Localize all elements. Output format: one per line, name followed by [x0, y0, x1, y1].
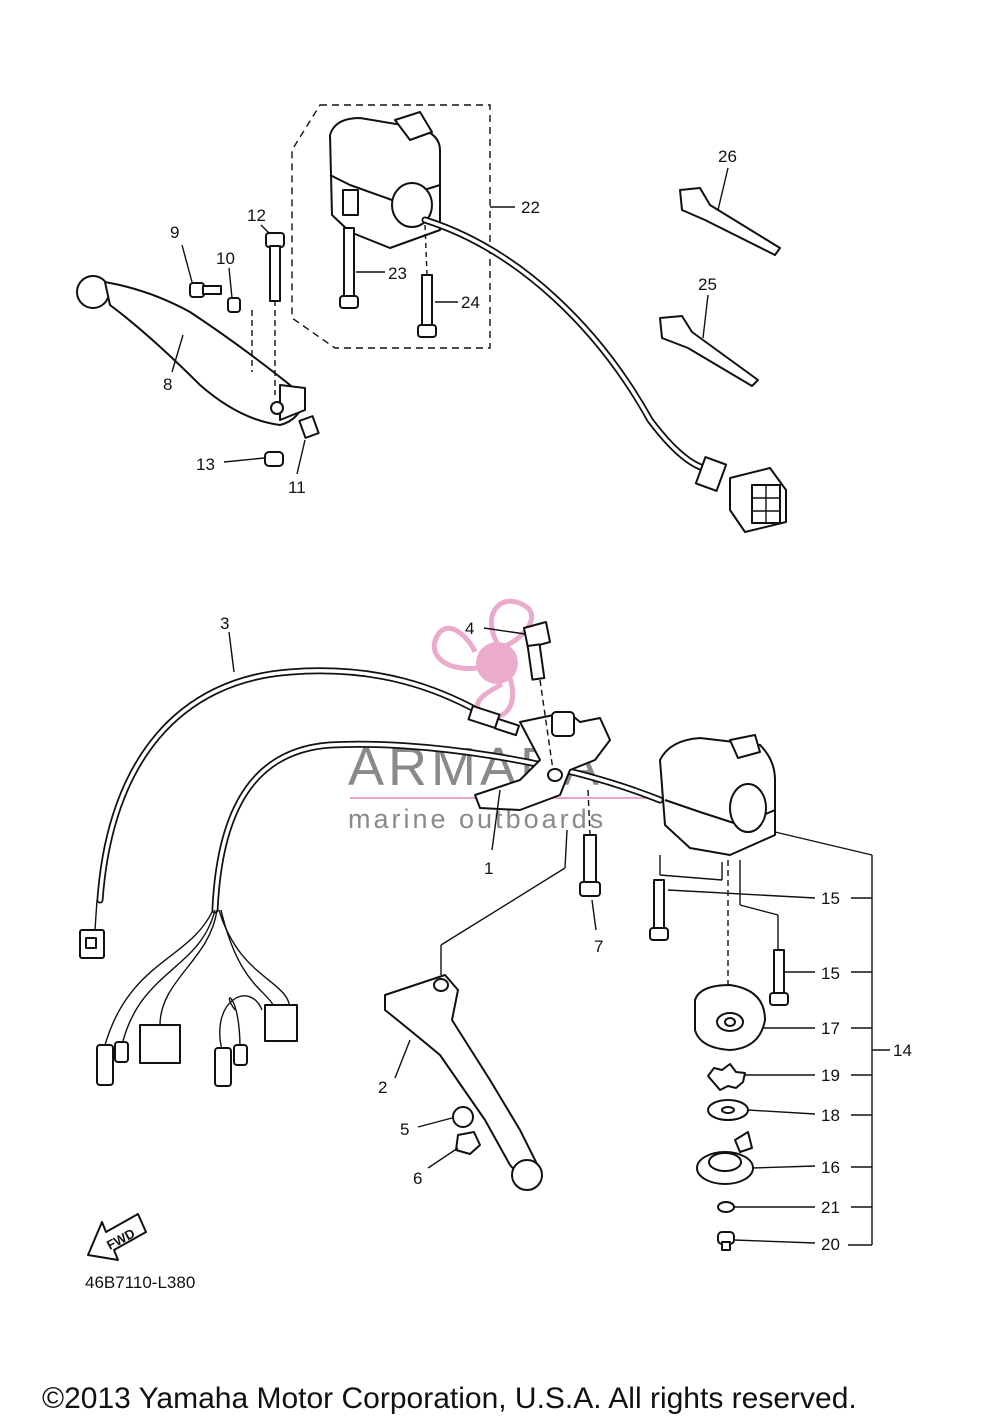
- terminal-d: [233, 1044, 248, 1066]
- callout-23: 23: [388, 264, 407, 283]
- callout-19: 19: [821, 1066, 840, 1085]
- callout-17: 17: [821, 1019, 840, 1038]
- callout-26: 26: [718, 147, 737, 166]
- nut-6: [455, 1131, 481, 1155]
- star-washer-19: [707, 1063, 746, 1091]
- callout-2: 2: [378, 1078, 387, 1097]
- knob-16: [696, 1131, 754, 1185]
- callout-18: 18: [821, 1106, 840, 1125]
- callout-9: 9: [170, 223, 179, 242]
- callout-7: 7: [594, 937, 603, 956]
- washer-21: [717, 1201, 735, 1213]
- lever-8: [76, 275, 306, 426]
- callout-14: 14: [893, 1041, 912, 1060]
- callout-10: 10: [216, 249, 235, 268]
- pin-12: [265, 232, 285, 302]
- fwd-arrow-icon: FWD: [87, 1213, 147, 1261]
- leader-lines: [171, 167, 816, 1244]
- callout-15b: 15: [821, 964, 840, 983]
- bolt-9: [189, 282, 222, 298]
- callout-3: 3: [220, 614, 229, 633]
- switch-cable: [421, 216, 719, 474]
- connector-block-b: [264, 1004, 298, 1042]
- callout-11: 11: [288, 478, 306, 497]
- callout-12: 12: [247, 206, 266, 225]
- callout-4: 4: [465, 619, 474, 638]
- switch-base-17: [694, 984, 766, 1051]
- terminal-b: [114, 1041, 129, 1063]
- callout-24: 24: [461, 293, 480, 312]
- bolt-7: [579, 834, 601, 897]
- o-ring-5: [452, 1106, 474, 1128]
- connector-block-a: [139, 1024, 181, 1064]
- callout-21: 21: [821, 1198, 840, 1217]
- callout-15a: 15: [821, 889, 840, 908]
- group-14-bracket: [774, 831, 890, 1246]
- cable-3-connector: [79, 929, 105, 959]
- cable-tie-25: [659, 315, 759, 387]
- spring-11: [298, 415, 320, 439]
- lever-2: [384, 974, 543, 1191]
- callout-labels: 1 2 3 4 5 6 7 8 9 10 11 12 13 14 15 15 1…: [163, 147, 912, 1254]
- callout-5: 5: [400, 1120, 409, 1139]
- screw-15a: [649, 879, 669, 941]
- handlebar-switch-22: [329, 111, 441, 249]
- nut-10: [227, 297, 241, 313]
- bracket-1: [474, 711, 611, 811]
- switch-group-boundary: [291, 104, 491, 349]
- terminal-a: [96, 1044, 114, 1086]
- callout-8: 8: [163, 375, 172, 394]
- terminal-c: [214, 1047, 232, 1087]
- harness-wires: [104, 909, 291, 1051]
- switch-housing-14: [659, 734, 776, 856]
- cable-tie-26: [679, 187, 781, 256]
- switch-connector: [694, 456, 787, 533]
- watermark-tagline: marine outboards: [348, 804, 606, 834]
- drawing-code: 46B7110-L380: [85, 1273, 195, 1292]
- copyright-footer: ©2013 Yamaha Motor Corporation, U.S.A. A…: [42, 1382, 857, 1415]
- screw-20: [717, 1231, 735, 1251]
- callout-20: 20: [821, 1235, 840, 1254]
- callout-13: 13: [196, 455, 215, 474]
- nut-13: [264, 451, 284, 467]
- screw-15b: [769, 949, 789, 1006]
- callout-6: 6: [413, 1169, 422, 1188]
- callout-25: 25: [698, 275, 717, 294]
- callout-1: 1: [484, 859, 493, 878]
- screw-23: [339, 227, 359, 309]
- screw-24: [417, 274, 437, 338]
- callout-16: 16: [821, 1158, 840, 1177]
- callout-22: 22: [521, 198, 540, 217]
- bolt-4: [523, 621, 551, 681]
